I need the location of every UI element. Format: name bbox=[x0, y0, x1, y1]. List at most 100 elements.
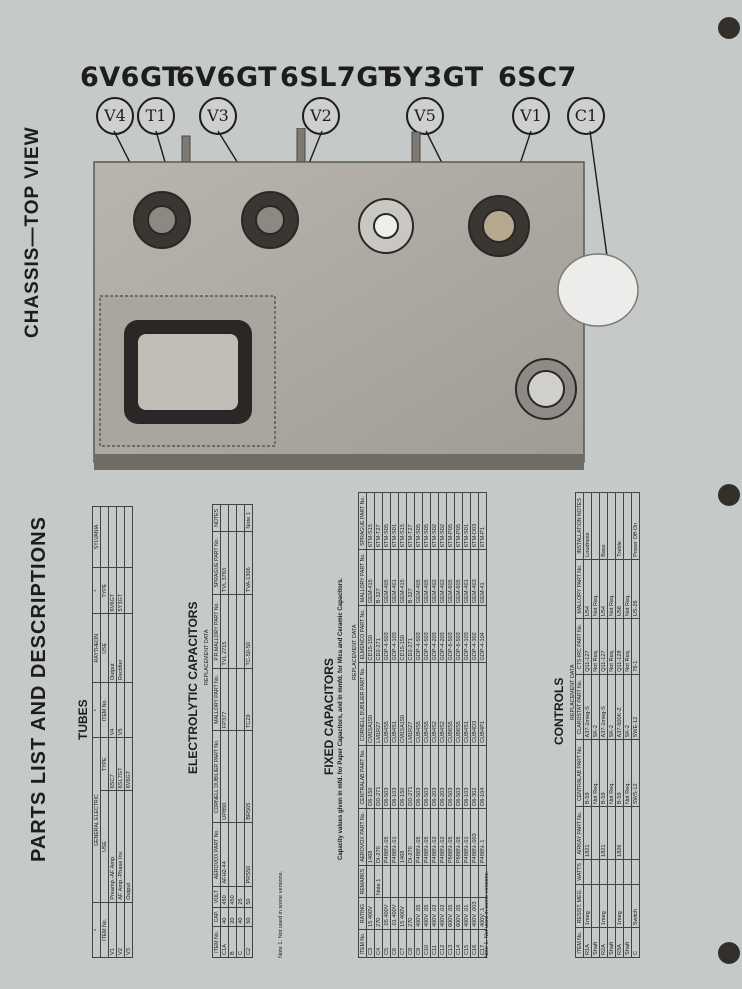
table-cell: P488N-.05 bbox=[414, 808, 423, 866]
table-cell: 6TM-S05 bbox=[382, 492, 391, 550]
table-cell: Treble bbox=[615, 492, 624, 560]
table-cell: GDP-6-503 bbox=[454, 605, 463, 663]
table-cell: GEM-405 bbox=[422, 549, 431, 606]
table-cell: CD2-271 bbox=[374, 605, 383, 663]
table-cell: C bbox=[236, 926, 245, 958]
table-cell: U54 bbox=[599, 559, 608, 619]
table-cell: Output bbox=[124, 790, 133, 903]
table-header-cell: CTS-IRC PART No. bbox=[575, 618, 584, 675]
table-cell: 450 bbox=[220, 886, 229, 908]
table-cell bbox=[228, 668, 237, 731]
tube-type-label: 5Y3GT bbox=[384, 62, 484, 93]
table-cell: Note 1 bbox=[374, 865, 383, 898]
table-cell: UP850 bbox=[220, 730, 229, 823]
table-cell: BR505 bbox=[244, 730, 253, 823]
table-cell: 270 bbox=[374, 897, 383, 930]
table-cell: P488N-.01 bbox=[462, 808, 471, 866]
table-cell bbox=[623, 806, 632, 860]
table-cell: GDP-6-503 bbox=[446, 605, 455, 663]
table-header-cell: USE bbox=[100, 790, 109, 903]
controls-table: ITEM No. RESIST. MEG. WATTS AIRKAY PART … bbox=[575, 492, 640, 958]
table-cell bbox=[236, 668, 245, 731]
table-cell: P488N-.02 bbox=[438, 808, 447, 866]
table-cell: V1 bbox=[108, 902, 117, 958]
table-cell: C6 bbox=[390, 929, 399, 958]
table-cell: Not Req. bbox=[607, 559, 616, 619]
table-header-cell: CAP. bbox=[212, 907, 221, 927]
table-cell: D6-503 bbox=[454, 745, 463, 809]
table-cell: CUB4S5 bbox=[382, 663, 391, 746]
table-cell: Not Req. bbox=[623, 740, 632, 807]
table-cell: Not Req. bbox=[591, 559, 600, 619]
table-cell: C9 bbox=[414, 929, 423, 958]
table-cell: D6-503 bbox=[414, 745, 423, 809]
table-cell: .01 400V bbox=[390, 897, 399, 930]
table-cell: P488N-.05 bbox=[422, 808, 431, 866]
table-cell bbox=[607, 806, 616, 860]
table-cell: 6SL7GT bbox=[116, 737, 125, 791]
table-cell: 76-1 bbox=[631, 618, 640, 675]
table-header-cell: AEROVOX PART No. bbox=[212, 822, 221, 887]
table-cell: GEM-415 bbox=[398, 549, 407, 606]
table-cell: .05 400V bbox=[382, 897, 391, 930]
table-cell: Shaft bbox=[591, 927, 600, 958]
table-cell: 6TM-D03 bbox=[470, 492, 479, 550]
table-cell: Switch bbox=[631, 884, 640, 928]
table-cell: 1468 bbox=[398, 808, 407, 866]
table-cell: P688N-.05 bbox=[454, 808, 463, 866]
table-cell: SK-2 bbox=[623, 674, 632, 740]
table-header-cell: * bbox=[92, 682, 101, 738]
table-cell: 6TM-S01 bbox=[462, 492, 471, 550]
table-cell: C12 bbox=[438, 929, 447, 958]
table-cell: 6V6GT bbox=[108, 567, 117, 614]
table-cell: B-327 bbox=[406, 549, 415, 606]
ref-callout-v5: V5 bbox=[406, 97, 444, 135]
table-cell: 6TM-S15 bbox=[398, 492, 407, 550]
table-cell: P488N-.05 bbox=[382, 808, 391, 866]
table-cell bbox=[406, 865, 415, 898]
table-cell: D6-203 bbox=[438, 745, 447, 809]
table-cell: 6TM-T27 bbox=[406, 492, 415, 550]
table-header-cell: WATTS bbox=[575, 859, 584, 885]
binder-hole-bottom bbox=[718, 942, 740, 964]
fixed-capacitors-note: Note 1. Not used in some versions. bbox=[484, 870, 490, 958]
table-row: C1A 40 450 AFH2-44 UP850 FP377 TVL 2715 … bbox=[220, 504, 229, 958]
table-cell: Loudness bbox=[583, 492, 592, 560]
table-header-cell bbox=[100, 506, 109, 568]
parts-list-title: PARTS LIST AND DESCRIPTIONS bbox=[28, 516, 50, 862]
table-cell bbox=[220, 504, 229, 532]
table-cell: 50 bbox=[244, 886, 253, 908]
table-cell: CUB4D3 bbox=[470, 663, 479, 746]
table-cell: B-327 bbox=[374, 549, 383, 606]
table-cell: C10 bbox=[422, 929, 431, 958]
ref-callout-v1: V1 bbox=[512, 97, 550, 135]
table-cell: CUB6S5 bbox=[446, 663, 455, 746]
table-cell: P488N-.01 bbox=[390, 808, 399, 866]
table-row: C2 50 50 PRS50 BR505 TC29 TC-50-50 TVA-1… bbox=[244, 504, 253, 958]
table-cell: C4 bbox=[374, 929, 383, 958]
table-cell: 6TM-P1 bbox=[478, 492, 487, 550]
table-cell: Shaft bbox=[607, 927, 616, 958]
table-header-cell: ITEM No. bbox=[212, 926, 221, 958]
table-cell bbox=[623, 492, 632, 560]
table-cell: CUB4S2 bbox=[438, 663, 447, 746]
table-header-cell: VOLT bbox=[212, 886, 221, 908]
table-cell: TC-50-50 bbox=[244, 594, 253, 669]
table-header-cell: REMARKS bbox=[358, 865, 367, 898]
table-cell: D6-503 bbox=[446, 745, 455, 809]
table-cell: D6-503 bbox=[422, 745, 431, 809]
table-header-cell: ITEM No. bbox=[100, 682, 109, 738]
table-row: B 20 450 bbox=[228, 504, 237, 958]
table-header-cell: * bbox=[92, 902, 101, 958]
table-cell: Not Req. bbox=[623, 559, 632, 619]
table-cell: 40 bbox=[236, 907, 245, 927]
